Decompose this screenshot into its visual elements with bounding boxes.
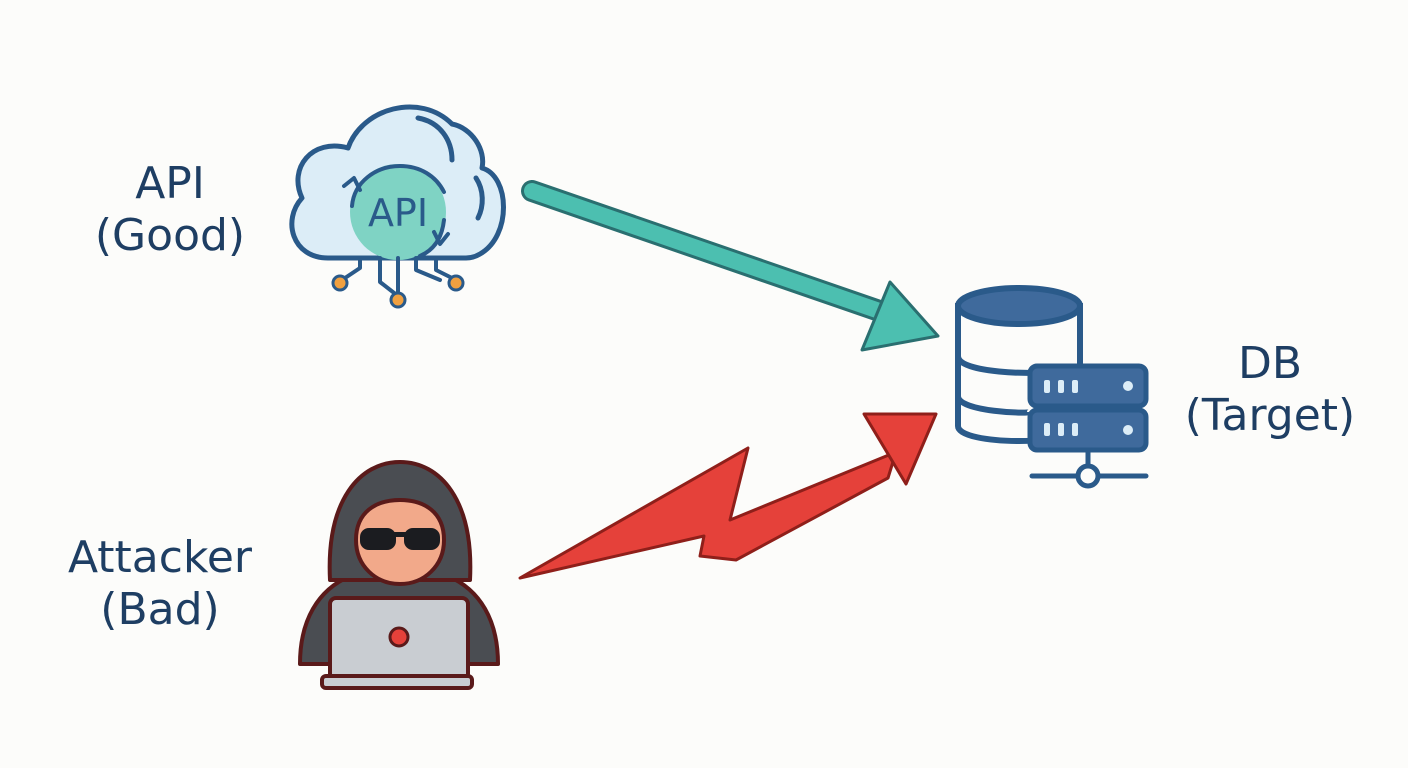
api-badge <box>350 164 446 260</box>
laptop-logo <box>388 626 410 648</box>
attacker-to-db-lightning-arrow <box>518 412 938 580</box>
api-to-db-arrow <box>521 180 940 352</box>
node-dot <box>447 274 465 292</box>
attacker-label: Attacker (Bad) <box>30 532 290 636</box>
face <box>353 497 447 587</box>
node-dot <box>331 274 349 292</box>
server-unit <box>1027 363 1149 409</box>
cloud-api-icon: API <box>289 104 506 309</box>
hooded-hacker-icon <box>298 460 500 690</box>
arrow-head <box>860 280 940 352</box>
laptop-base <box>320 674 474 690</box>
db-label-subtitle: (Target) <box>1184 390 1356 441</box>
database-server-icon <box>955 285 1149 489</box>
api-label-subtitle: (Good) <box>94 210 246 261</box>
attacker-label-subtitle: (Bad) <box>100 584 220 635</box>
circuit-lines <box>340 256 458 298</box>
api-label-title: API <box>135 158 205 209</box>
network-node <box>1075 463 1101 489</box>
sunglasses <box>360 528 440 550</box>
api-badge-text: API <box>368 191 428 235</box>
db-label-title: DB <box>1237 338 1303 389</box>
attacker-label-title: Attacker <box>67 532 253 583</box>
lightning-bolt <box>518 446 898 580</box>
arrow-head <box>862 412 938 486</box>
db-label: DB (Target) <box>1160 338 1380 442</box>
api-label: API (Good) <box>60 158 280 262</box>
node-dot <box>389 291 407 309</box>
